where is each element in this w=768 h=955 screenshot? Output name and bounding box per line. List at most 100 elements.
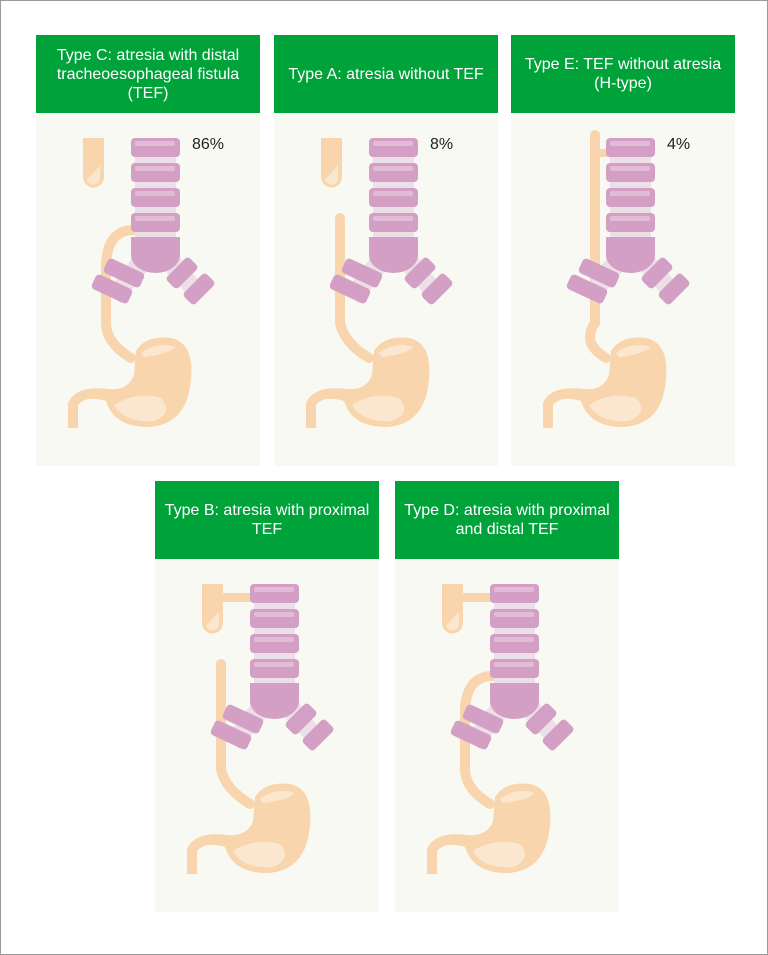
tracheal-ring	[490, 609, 539, 628]
tracheal-ring	[250, 609, 299, 628]
tracheal-ring	[250, 634, 299, 653]
panel-type-b: Type B: atresia with proximal TEF	[155, 481, 379, 912]
h-type-fistula	[595, 149, 609, 157]
tracheal-ring	[131, 213, 180, 232]
stomach-highlight	[589, 395, 642, 422]
anatomy-svg	[306, 138, 453, 428]
tracheal-ring	[606, 213, 655, 232]
tracheal-ring	[131, 163, 180, 182]
ring-highlight	[373, 191, 413, 196]
illustration	[155, 559, 379, 912]
right-bronchus-ring	[404, 257, 436, 289]
tracheal-ring	[369, 213, 418, 232]
right-bronchus-ring	[421, 273, 453, 305]
distal-esophagus	[216, 659, 255, 809]
tracheal-ring	[606, 163, 655, 182]
ring-highlight	[610, 141, 650, 146]
ring-highlight	[135, 191, 175, 196]
stomach-highlight	[233, 841, 286, 868]
left-bronchus-ring	[91, 274, 133, 304]
illustration: 4%	[511, 113, 735, 466]
tracheal-ring	[131, 138, 180, 157]
ring-highlight	[494, 637, 534, 642]
right-bronchus-ring	[285, 703, 317, 735]
proximal-fistula	[221, 593, 251, 602]
panel-title: Type D: atresia with proximal and distal…	[395, 481, 619, 559]
carina	[606, 237, 655, 273]
tracheal-ring	[250, 659, 299, 678]
ring-highlight	[254, 662, 294, 667]
incidence-percent: 4%	[667, 136, 691, 153]
left-bronchus-ring	[341, 258, 383, 288]
carina	[369, 237, 418, 273]
ring-highlight	[373, 141, 413, 146]
proximal-fistula	[461, 593, 491, 602]
right-bronchus-ring	[183, 273, 215, 305]
carina	[250, 683, 299, 719]
stomach-highlight	[141, 345, 176, 357]
panel-title: Type E: TEF without atresia (H-type)	[511, 35, 735, 113]
incidence-percent: 86%	[192, 136, 225, 153]
tracheal-ring	[369, 138, 418, 157]
incidence-percent: 8%	[430, 136, 454, 153]
stomach-highlight	[500, 791, 535, 803]
stomach-highlight	[114, 395, 167, 422]
panel-title: Type C: atresia with distal tracheoesoph…	[36, 35, 260, 113]
stomach-highlight	[473, 841, 526, 868]
panel-type-d: Type D: atresia with proximal and distal…	[395, 481, 619, 912]
tracheal-ring	[490, 634, 539, 653]
left-bronchus-ring	[566, 274, 608, 304]
left-bronchus-ring	[578, 258, 620, 288]
anatomy-svg	[427, 584, 574, 874]
stomach-highlight	[379, 345, 414, 357]
esophagus	[585, 130, 611, 363]
pouch-highlight	[325, 165, 339, 185]
carina	[490, 683, 539, 719]
ring-highlight	[494, 612, 534, 617]
stomach-highlight	[616, 345, 651, 357]
tracheal-ring	[250, 584, 299, 603]
distal-esophagus	[335, 213, 374, 363]
right-bronchus-ring	[525, 703, 557, 735]
ring-highlight	[373, 216, 413, 221]
ring-highlight	[254, 612, 294, 617]
left-bronchus-ring	[462, 704, 504, 734]
tracheal-ring	[490, 584, 539, 603]
carina	[131, 237, 180, 273]
ring-highlight	[135, 141, 175, 146]
right-bronchus-ring	[542, 719, 574, 751]
panel-title: Type B: atresia with proximal TEF	[155, 481, 379, 559]
ring-highlight	[494, 587, 534, 592]
illustration: 8%	[274, 113, 498, 466]
right-bronchus-ring	[641, 257, 673, 289]
tracheal-ring	[490, 659, 539, 678]
anatomy-svg	[68, 138, 215, 428]
ring-highlight	[254, 587, 294, 592]
left-bronchus-ring	[222, 704, 264, 734]
panel-type-c: Type C: atresia with distal tracheoesoph…	[36, 35, 260, 466]
tracheal-ring	[606, 188, 655, 207]
tracheal-ring	[369, 188, 418, 207]
ring-highlight	[373, 166, 413, 171]
tracheal-ring	[606, 138, 655, 157]
tracheal-ring	[131, 188, 180, 207]
left-bronchus-ring	[450, 720, 492, 750]
left-bronchus-ring	[103, 258, 145, 288]
ring-highlight	[610, 191, 650, 196]
ring-highlight	[135, 166, 175, 171]
anatomy-svg	[187, 584, 334, 874]
stomach-highlight	[352, 395, 405, 422]
stomach-highlight	[260, 791, 295, 803]
pouch-highlight	[206, 611, 220, 631]
panel-type-e: Type E: TEF without atresia (H-type) 4%	[511, 35, 735, 466]
ring-highlight	[610, 166, 650, 171]
pouch-highlight	[446, 611, 460, 631]
right-bronchus-ring	[166, 257, 198, 289]
illustration: 86%	[36, 113, 260, 466]
panel-type-a: Type A: atresia without TEF 8%	[274, 35, 498, 466]
left-bronchus-ring	[210, 720, 252, 750]
ring-highlight	[494, 662, 534, 667]
ring-highlight	[254, 637, 294, 642]
illustration	[395, 559, 619, 912]
tracheal-ring	[369, 163, 418, 182]
